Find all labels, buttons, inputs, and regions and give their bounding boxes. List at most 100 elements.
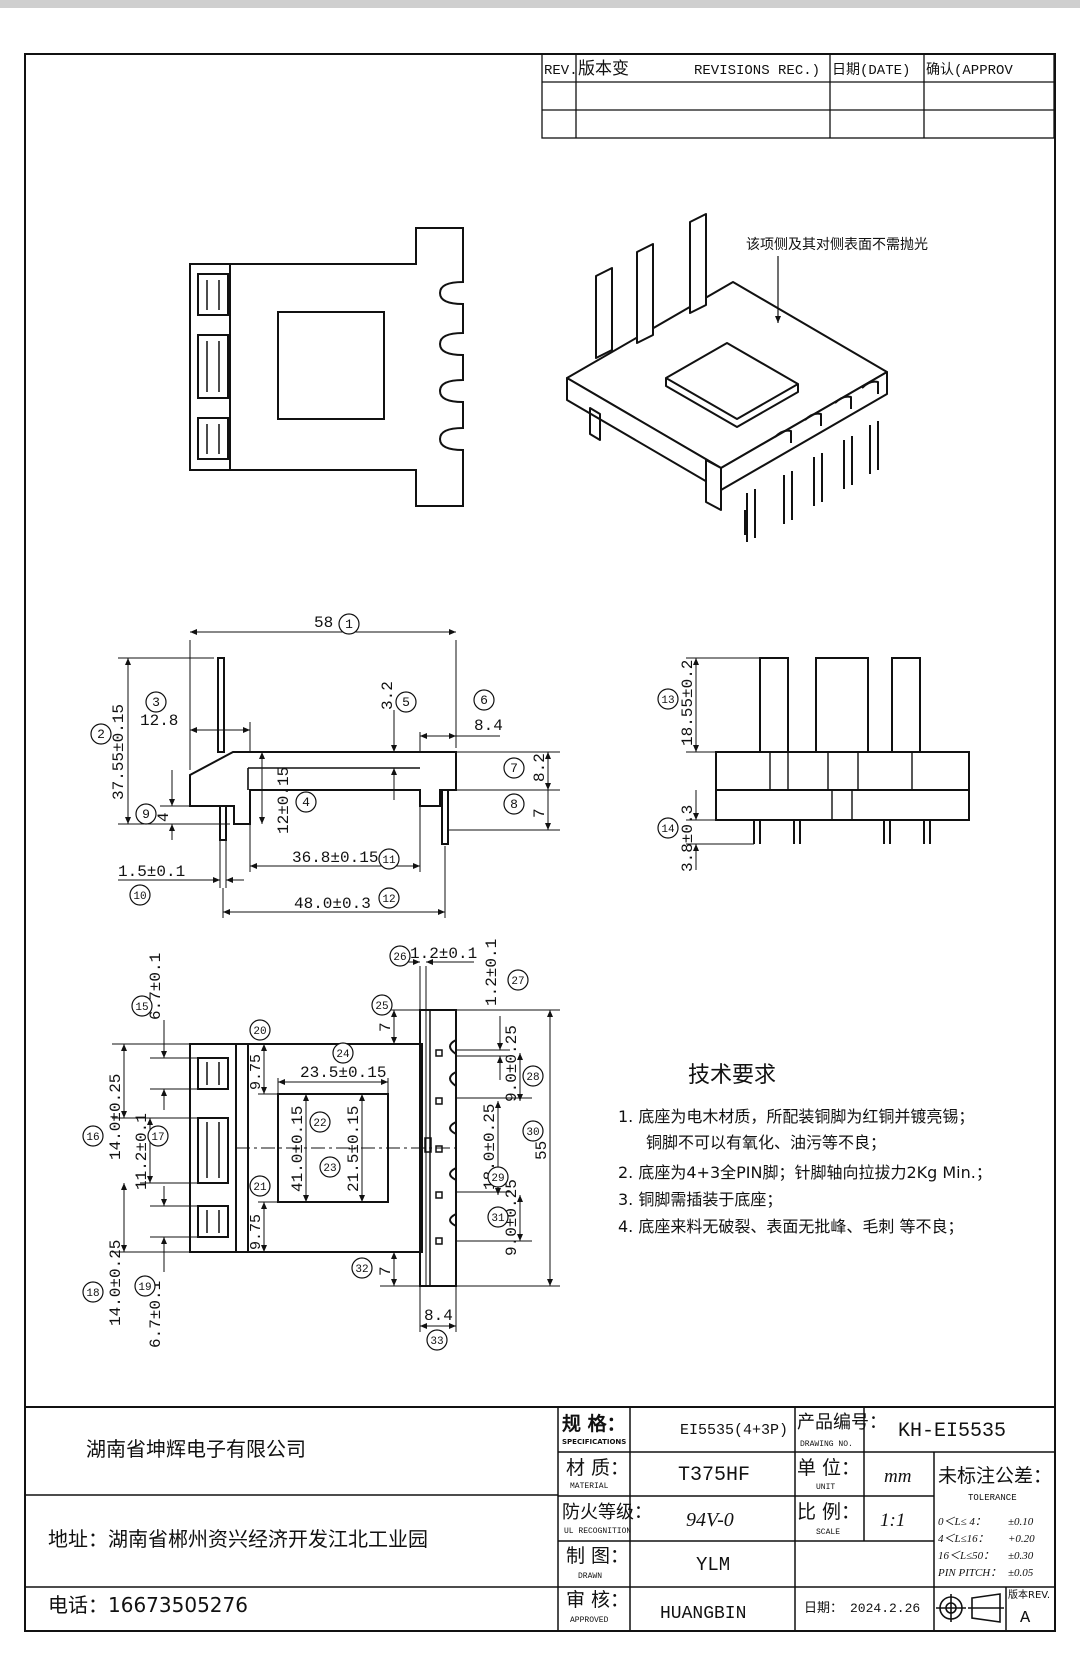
dim-31-value: 9.0±0.25	[503, 1179, 521, 1256]
balloon-number-24: 24	[336, 1049, 350, 1061]
requirement-2: 2. 底座为4+3全PIN脚；针脚轴向拉拔力2Kg Min.；	[618, 1163, 992, 1182]
balloon-number-22: 22	[313, 1118, 326, 1130]
balloon-circle-31	[487, 1206, 509, 1228]
balloon-circle-8	[503, 793, 525, 815]
front-view-dimension-lines	[686, 657, 760, 870]
balloon-circle-10	[129, 884, 151, 906]
balloon-circle-29	[487, 1166, 509, 1188]
dim-10-value: 1.5±0.1	[118, 863, 185, 881]
balloon-circle-25	[371, 994, 393, 1016]
rev-header-record: REVISIONS REC.)	[694, 63, 820, 79]
balloon-number-27: 27	[511, 976, 524, 988]
balloon-number-4: 4	[302, 795, 310, 810]
title-block-lines	[25, 1406, 1055, 1630]
rev-value: A	[1020, 1609, 1031, 1628]
dim-17-value: 11.2±0.1	[133, 1113, 151, 1190]
dim-16-value: 14.0±0.25	[107, 1074, 125, 1160]
dim-3-value: 12.8	[140, 712, 178, 730]
balloon-number-33: 33	[430, 1336, 443, 1348]
balloon-circle-19	[134, 1275, 156, 1297]
dim-32-value: 7	[377, 1266, 395, 1276]
balloon-number-10: 10	[133, 891, 146, 903]
requirement-4: 4. 底座来料无破裂、表面无批峰、毛刺 等不良；	[618, 1217, 963, 1236]
dim-9-value: 4	[155, 812, 173, 822]
projection-symbol-icon	[936, 1593, 1004, 1623]
balloon-number-6: 6	[480, 693, 488, 708]
top-view	[189, 227, 464, 507]
balloon-number-19: 19	[138, 1282, 151, 1294]
balloon-number-32: 32	[355, 1264, 368, 1276]
tolerance-value-1: ±0.10	[1008, 1516, 1034, 1528]
requirement-3: 3. 铜脚需插装于底座；	[618, 1190, 782, 1209]
balloon-circle-12	[378, 887, 400, 909]
dim-27-value: 1.2±0.1	[483, 939, 501, 1006]
balloon-number-18: 18	[86, 1288, 99, 1300]
balloon-circle-16	[82, 1125, 104, 1147]
tolerance-label: 未标注公差：	[938, 1465, 1052, 1487]
balloon-circle-4	[295, 791, 317, 813]
material-label-en: MATERIAL	[570, 1482, 609, 1491]
rev-header-date: 日期(DATE)	[832, 62, 910, 79]
balloon-number-2: 2	[97, 727, 105, 742]
balloon-number-8: 8	[510, 797, 518, 812]
scale-label: 比 例：	[797, 1501, 860, 1523]
balloon-circle-23	[319, 1156, 341, 1178]
ul-label: 防火等级：	[562, 1502, 652, 1523]
dimension-labels: 58 37.55±0.15 12.8 12±0.15 3.2 8.4 8.2 7…	[107, 614, 697, 1348]
balloon-number-30: 30	[526, 1127, 539, 1139]
balloon-number-17: 17	[151, 1132, 164, 1144]
dim-23-value: 21.5±0.15	[345, 1106, 363, 1192]
balloon-number-26: 26	[393, 952, 406, 964]
dim-2-value: 37.55±0.15	[110, 704, 128, 800]
balloon-number-25: 25	[375, 1001, 388, 1013]
balloon-circle-18	[82, 1281, 104, 1303]
unit-value: mm	[884, 1466, 911, 1487]
dim-21-value: 9.75	[248, 1214, 265, 1250]
ul-value: 94V-0	[686, 1509, 734, 1531]
balloon-circle-2	[90, 723, 112, 745]
drawn-value: YLM	[696, 1554, 730, 1576]
dim-18-value: 14.0±0.25	[107, 1240, 125, 1326]
tolerance-range-4: PIN PITCH：	[937, 1567, 1001, 1579]
company-name: 湖南省坤辉电子有限公司	[86, 1437, 306, 1461]
rev-label: 版本REV.	[1008, 1588, 1050, 1601]
balloon-number-5: 5	[402, 695, 410, 710]
drawn-label: 制 图：	[566, 1545, 629, 1567]
approved-label-en: APPROVED	[570, 1616, 609, 1625]
balloon-circle-24	[332, 1042, 354, 1064]
approved-label: 审 核：	[566, 1589, 629, 1611]
dim-20-value: 9.75	[248, 1054, 265, 1090]
tolerance-value-4: ±0.05	[1008, 1567, 1034, 1579]
tolerance-range-1: 0＜L≤ 4：	[938, 1516, 986, 1528]
balloon-number-13: 13	[661, 695, 674, 707]
dim-8-value: 7	[531, 808, 549, 818]
balloon-number-23: 23	[323, 1163, 336, 1175]
date-label: 日期：	[804, 1601, 843, 1616]
tolerance-value-2: +0.20	[1008, 1533, 1035, 1545]
balloon-circle-13	[657, 688, 679, 710]
drawing-frame	[24, 53, 1056, 1632]
dim-33-value: 8.4	[424, 1307, 453, 1325]
balloon-circle-20	[249, 1019, 271, 1041]
balloon-number-15: 15	[135, 1002, 148, 1014]
balloon-circle-14	[657, 817, 679, 839]
unit-label: 单 位：	[797, 1457, 860, 1479]
drawn-label-en: DRAWN	[578, 1572, 602, 1581]
balloon-number-21: 21	[253, 1182, 267, 1194]
dim-14-value: 3.8±0.3	[679, 805, 697, 872]
isometric-view	[566, 213, 888, 542]
drawing-no-label: 产品编号：	[797, 1412, 887, 1433]
balloon-circle-15	[131, 995, 153, 1017]
drawing-no-value: KH-EI5535	[898, 1420, 1006, 1443]
dim-25-value: 7	[377, 1022, 395, 1032]
scale-value: 1:1	[880, 1510, 905, 1531]
dim-11-value: 36.8±0.15	[292, 849, 378, 867]
technical-requirements: 技术要求 1. 底座为电木材质，所配装铜脚为红铜并镀亮锡； 铜脚不可以有氧化、油…	[618, 1063, 992, 1236]
dim-13-value: 18.55±0.2	[679, 660, 697, 746]
date-value: 2024.2.26	[850, 1601, 920, 1616]
balloon-circle-17	[147, 1125, 169, 1147]
company-address: 地址：湖南省郴州资兴经济开发江北工业园	[48, 1527, 428, 1551]
balloon-circle-26	[389, 945, 411, 967]
